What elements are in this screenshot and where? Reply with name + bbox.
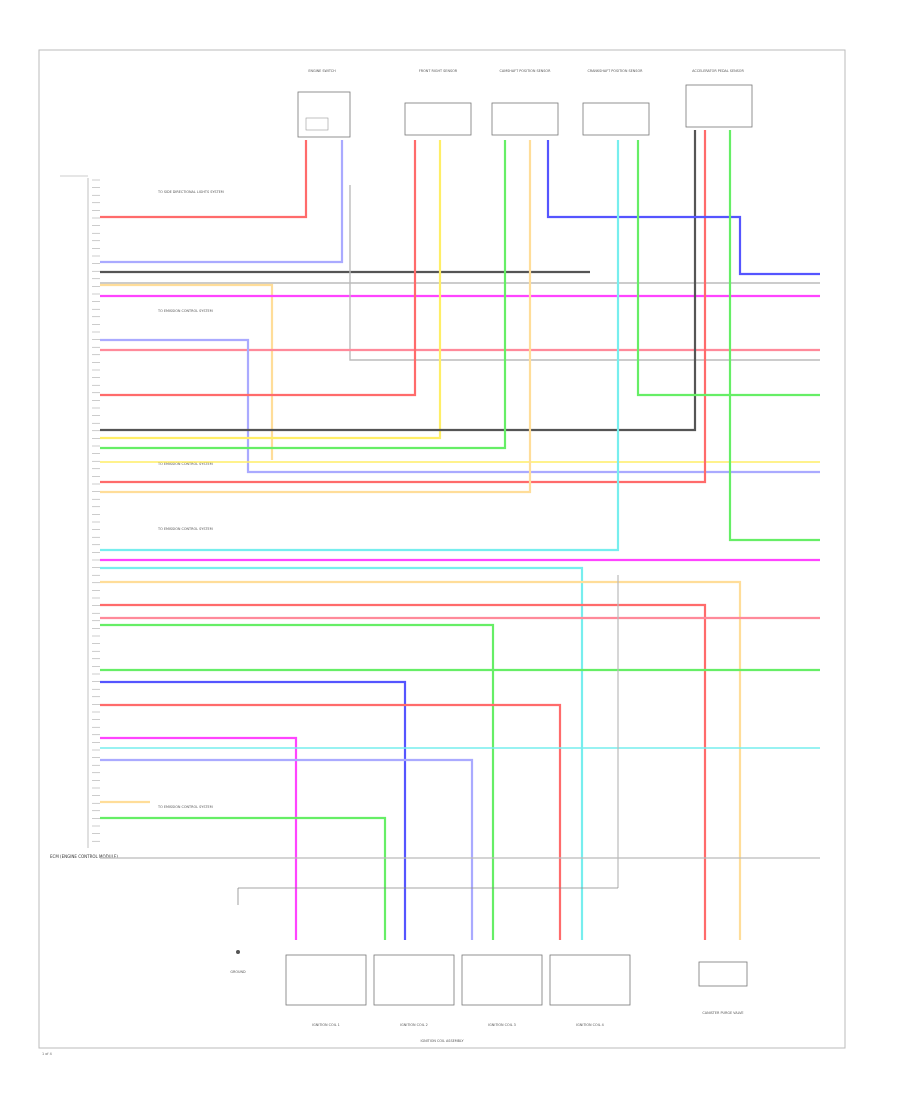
wires-group [92,130,820,940]
ignition-coil-4: IGNITION COIL 4 [549,954,631,1027]
annotation-emission-1: TO EMISSION CONTROL SYSTEM [157,309,213,313]
coil-label: IGNITION COIL 2 [400,1023,428,1027]
wire-red-2 [100,140,417,397]
wire-green-2 [636,140,820,397]
page-footer: 1 of 4 [42,1052,52,1056]
wire-violet-1 [100,338,820,474]
ground-point: GROUND [230,950,246,974]
component-label: CAMSHAFT POSITION SENSOR [500,69,552,73]
coil-label: IGNITION COIL 1 [312,1023,340,1027]
wire-blue-3 [100,680,407,940]
ignition-coil-1: IGNITION COIL 1 [285,954,367,1027]
canister-purge-valve: CANISTER PURGE VALVE [698,961,748,1015]
top-component-2: FRONT RIGHT SENSOR [404,69,472,136]
wire-green-3 [728,130,820,542]
component-label: CRANKSHAFT POSITION SENSOR [588,69,644,73]
ecm-connector-label: ECM (ENGINE CONTROL MODULE) [50,854,118,859]
ecm-connector: ECM (ENGINE CONTROL MODULE) [50,175,118,859]
wire-orange-3 [100,580,742,940]
wire-orange-1 [100,283,274,460]
wire-blue-2 [546,140,820,276]
top-component-4: CRANKSHAFT POSITION SENSOR [582,69,650,136]
wire-cyan-2 [100,566,584,940]
wire-violet-2 [100,758,474,940]
top-component-3: CAMSHAFT POSITION SENSOR [491,69,559,136]
component-label: ENGINE SWITCH [308,69,336,73]
wire-red-4 [100,603,707,940]
top-component-5: ACCELERATOR PEDAL SENSOR [685,69,753,128]
wire-yellow-1 [100,140,442,440]
wire-magenta-3 [100,736,298,940]
wire-green-6 [100,816,387,940]
ground-label: GROUND [230,970,246,974]
top-component-1: ENGINE SWITCH [297,69,351,138]
wire-red-1 [100,140,308,219]
annotation-emission-2: TO EMISSION CONTROL SYSTEM [157,462,213,466]
annotation-emission-3: TO EMISSION CONTROL SYSTEM [157,527,213,531]
ignition-coil-3: IGNITION COIL 3 [461,954,543,1027]
wire-green-1 [100,140,507,450]
coil-label: IGNITION COIL 3 [488,1023,516,1027]
wire-red-5 [100,703,562,940]
canister-label: CANISTER PURGE VALVE [702,1011,743,1015]
wire-blue-1 [100,140,344,264]
annotation-side-lights: TO SIDE DIRECTIONAL LIGHTS SYSTEM [157,190,224,194]
component-label: ACCELERATOR PEDAL SENSOR [692,69,744,73]
wire-red-3 [100,130,707,484]
coil-label: IGNITION COIL 4 [576,1023,604,1027]
bottom-caption: IGNITION COIL ASSEMBLY [420,1039,464,1043]
ignition-coil-2: IGNITION COIL 2 [373,954,455,1027]
diagram-border [38,49,846,1049]
wire-grey-2 [349,185,820,361]
annotation-emission-4: TO EMISSION CONTROL SYSTEM [157,805,213,809]
wire-green-4 [100,623,495,940]
wire-cyan-1 [100,140,620,552]
component-label: FRONT RIGHT SENSOR [419,69,458,73]
wire-orange-2 [100,140,532,494]
wire-black-2 [100,130,697,432]
